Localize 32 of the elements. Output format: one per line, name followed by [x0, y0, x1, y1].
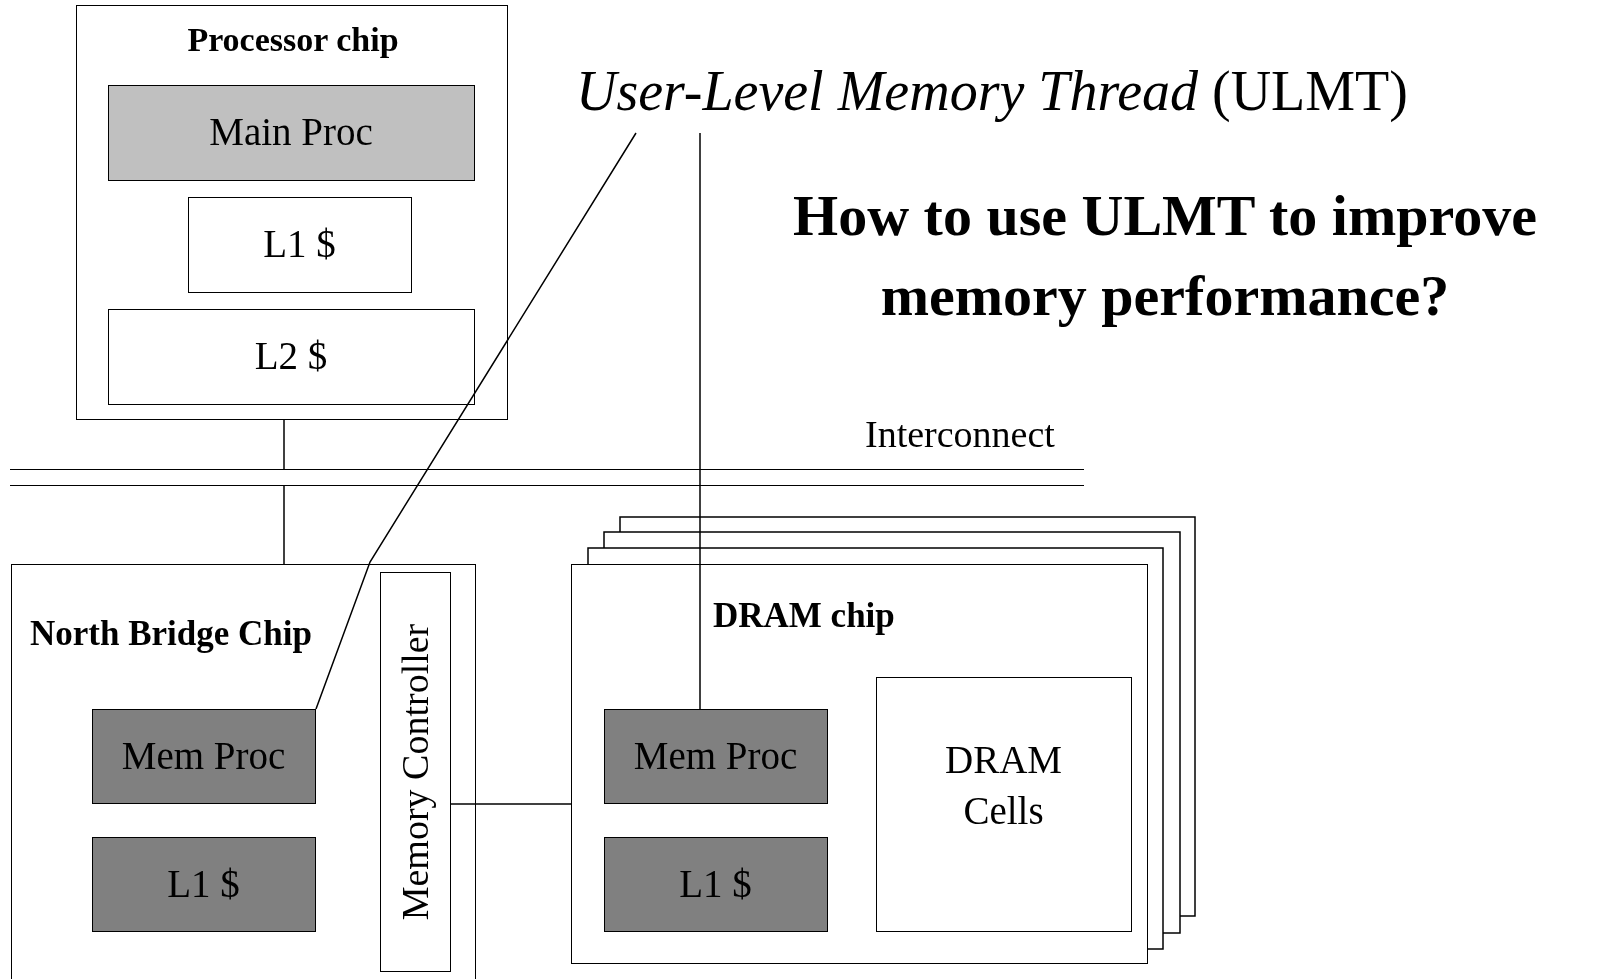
chip-box [571, 564, 1148, 964]
processor-box [603, 708, 828, 804]
chip-box [76, 5, 508, 420]
cache-box [107, 308, 475, 405]
box-label: DRAM Cells [944, 737, 1063, 834]
connector-line [283, 419, 285, 470]
connector-line [699, 132, 701, 710]
box-label: L2 $ [254, 333, 328, 380]
box-label: Mem Proc [121, 732, 286, 779]
box-label: North Bridge Chip [30, 613, 312, 655]
cache-box [603, 836, 828, 932]
box-label: L1 $ [167, 860, 240, 907]
processor-box [91, 708, 316, 804]
memory-cells-box [875, 676, 1132, 932]
box-label: L1 $ [679, 860, 752, 907]
box-label: Main Proc [209, 109, 373, 156]
box-label: Memory Controller [393, 623, 437, 920]
cache-box [91, 836, 316, 932]
connector-line [450, 803, 572, 805]
connector-line [283, 485, 285, 565]
annotation-text: User-Level Memory Thread (ULMT) [576, 59, 1408, 124]
chip-box [11, 564, 476, 979]
box-label: DRAM chip [713, 595, 895, 637]
bus-label: Interconnect [865, 412, 1055, 457]
box-label: Mem Proc [633, 732, 798, 779]
title: How to use ULMT to improve memory performance? [792, 182, 1538, 330]
connector-line [315, 132, 637, 710]
box-label: Processor chip [186, 20, 400, 60]
processor-box [107, 84, 475, 181]
controller-box [379, 571, 451, 972]
box-label: L1 $ [263, 221, 336, 268]
cache-box [187, 196, 412, 293]
